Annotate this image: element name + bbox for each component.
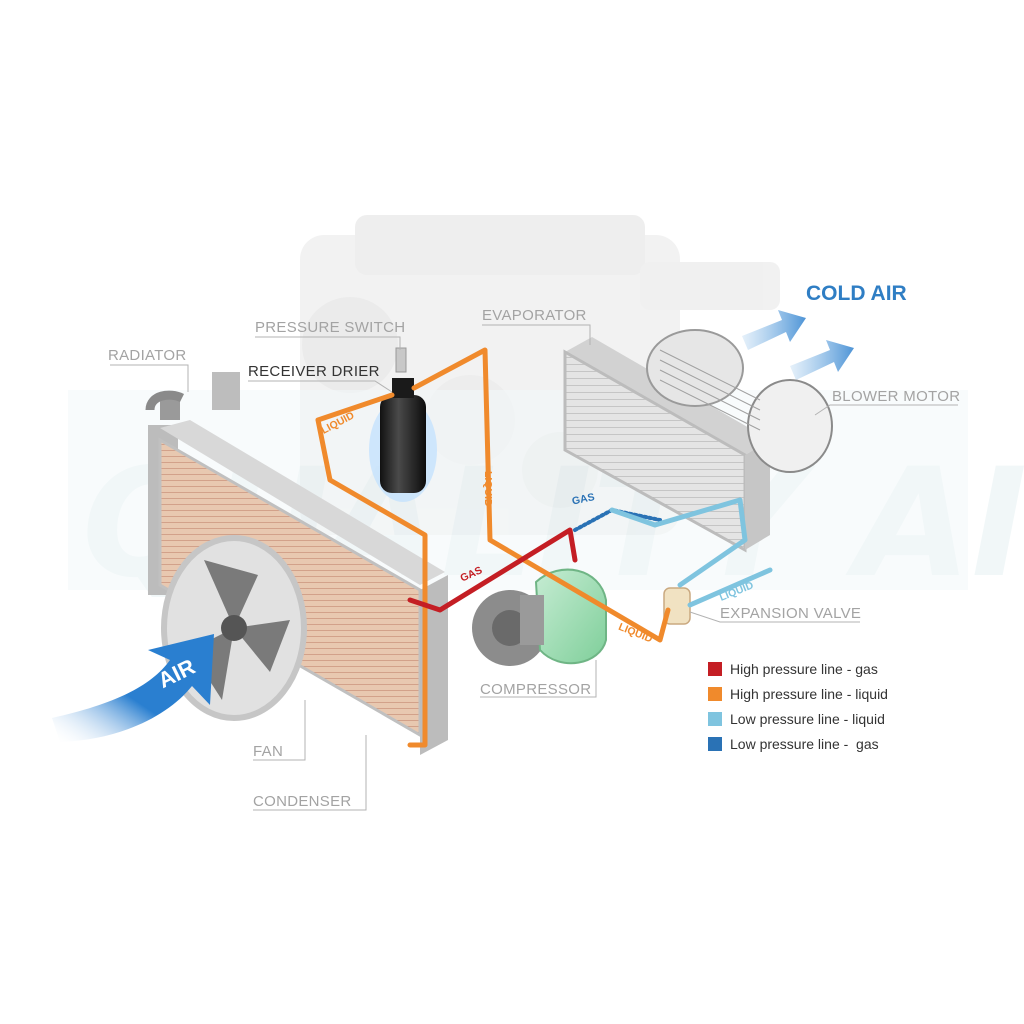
label-receiver-drier: RECEIVER DRIER — [248, 363, 380, 380]
legend-item: Low pressure line - gas — [708, 731, 1008, 756]
legend-label: Low pressure line - liquid — [730, 710, 885, 727]
label-condenser: CONDENSER — [253, 793, 352, 810]
blower-motor — [646, 329, 833, 473]
cold-air-arrows — [742, 310, 854, 380]
label-expansion-valve: EXPANSION VALVE — [720, 605, 861, 622]
legend-label: Low pressure line - gas — [730, 735, 879, 752]
legend-swatch-low-liquid — [708, 711, 722, 726]
leader-lines — [110, 324, 958, 811]
label-cold-air: COLD AIR — [806, 282, 907, 305]
component-labels: RADIATOR PRESSURE SWITCH RECEIVER DRIER … — [108, 282, 960, 810]
refrigerant-lines — [315, 347, 773, 748]
legend-swatch-high-liquid — [708, 686, 722, 701]
high-pressure-liquid-line-2 — [411, 347, 671, 643]
air-arrow: AIR — [52, 634, 214, 742]
legend-label: High pressure line - gas — [730, 660, 878, 677]
label-pressure-switch: PRESSURE SWITCH — [255, 319, 405, 336]
legend-item: Low pressure line - liquid — [708, 706, 1008, 731]
flow-label-gas: GAS — [571, 491, 596, 507]
compressor — [472, 568, 607, 666]
label-compressor: COMPRESSOR — [480, 681, 591, 698]
flow-label-liquid: LIQUID — [482, 471, 494, 507]
legend-item: High pressure line - liquid — [708, 681, 1008, 706]
high-pressure-gas-line — [407, 527, 578, 613]
high-pressure-liquid-line — [315, 392, 428, 748]
label-radiator: RADIATOR — [108, 347, 187, 364]
label-blower-motor: BLOWER MOTOR — [832, 388, 960, 405]
legend-swatch-high-gas — [708, 661, 722, 676]
label-evaporator: EVAPORATOR — [482, 307, 587, 324]
legend-swatch-low-gas — [708, 736, 722, 751]
low-pressure-liquid-line — [609, 497, 748, 588]
receiver-drier — [369, 347, 437, 502]
legend: High pressure line - gas High pressure l… — [708, 656, 1008, 756]
legend-label: High pressure line - liquid — [730, 685, 888, 702]
legend-item: High pressure line - gas — [708, 656, 1008, 681]
low-pressure-liquid-line-2 — [687, 567, 773, 608]
label-fan: FAN — [253, 743, 283, 760]
